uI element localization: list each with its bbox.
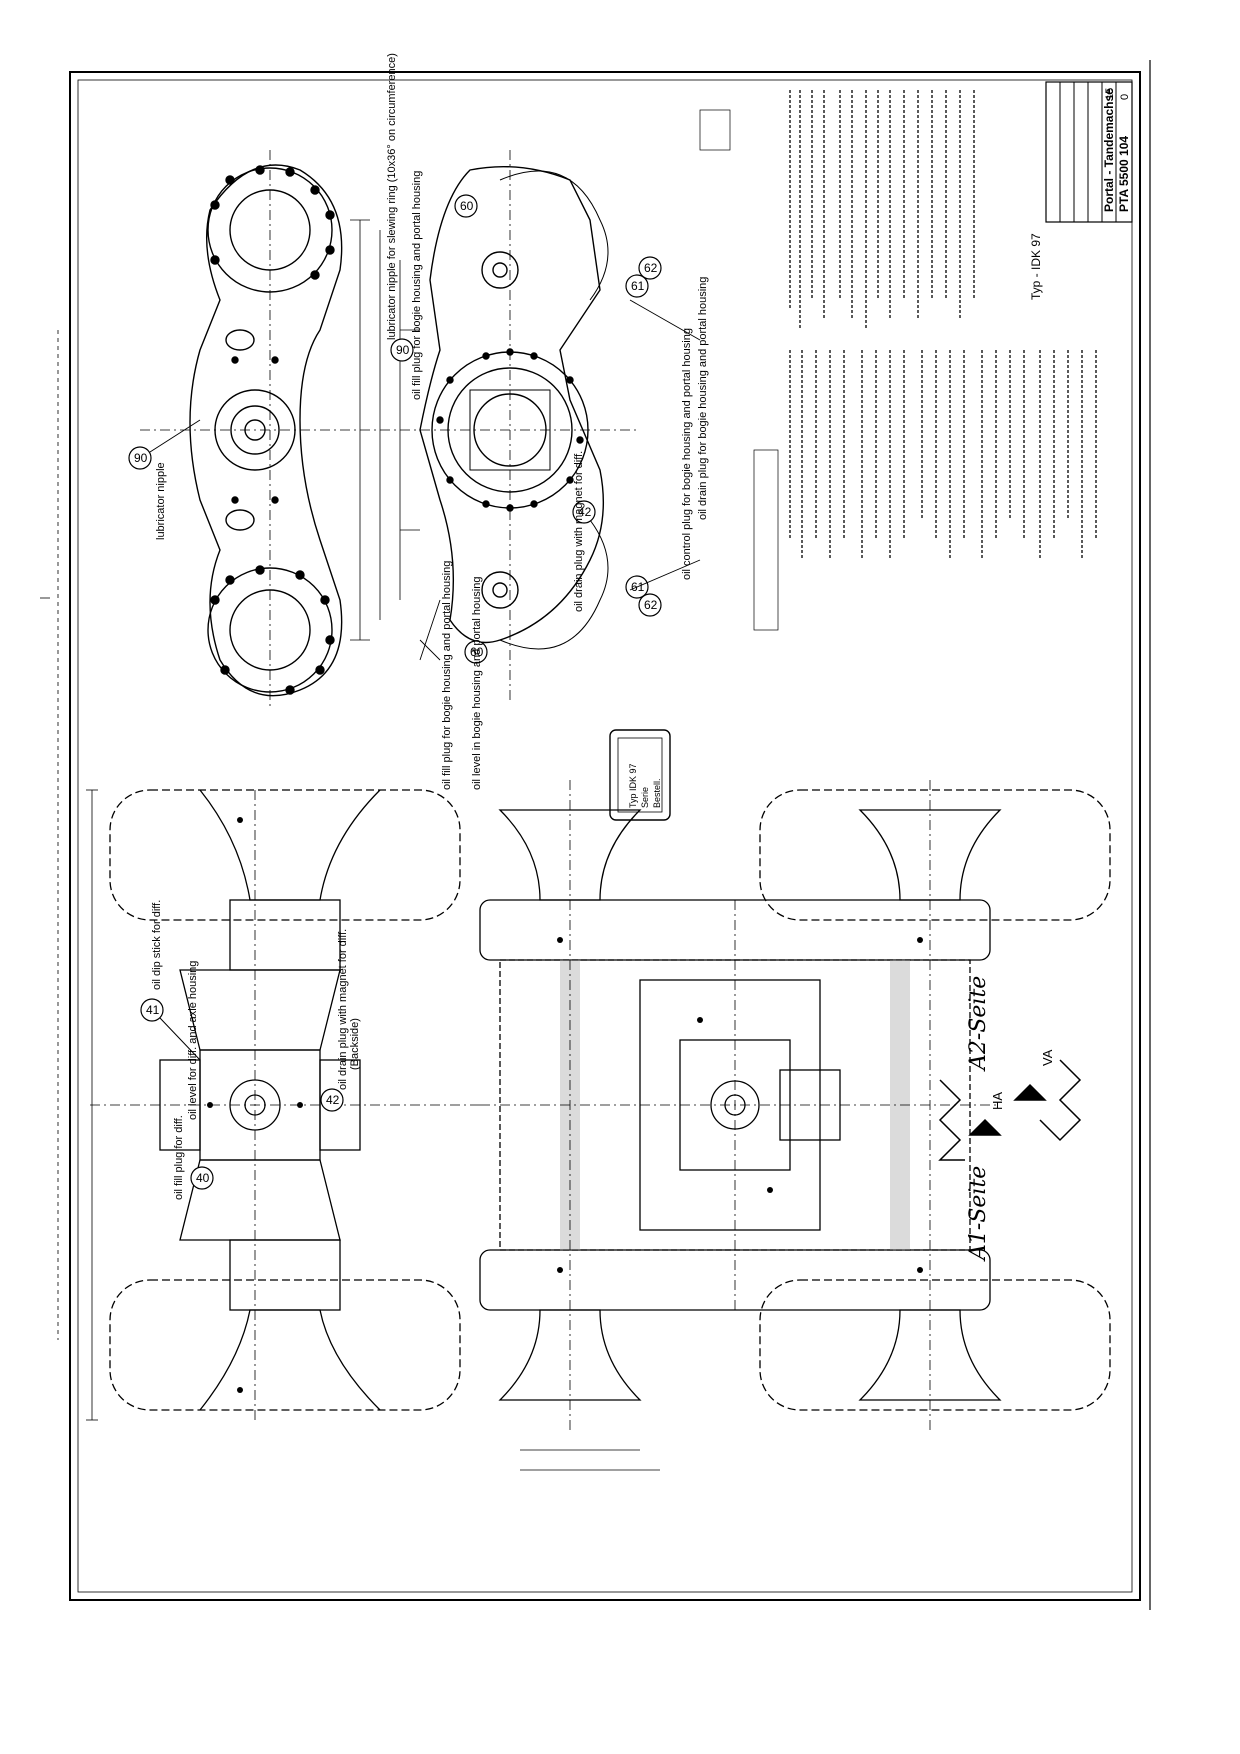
small-label-box: Typ IDK 97 Serie Bestell.: [609, 729, 671, 821]
portal-housing-top-view: [379, 150, 640, 700]
drawing-frame: [69, 60, 1151, 1610]
oil-level-diff-label: oil level for diff. and axle housing: [187, 961, 199, 1120]
callout-62-lower: 62 oil drain plug for bogie housing and …: [638, 277, 709, 617]
callout-61-lower: 61 oil control plug for bogie housing an…: [625, 328, 693, 599]
svg-text:Bestell.: Bestell.: [652, 778, 662, 808]
callout-62-upper: 62: [638, 256, 662, 280]
tandem-axle-plan-view: [479, 780, 1111, 1471]
title-block-title: Portal - Tandemachse: [1102, 88, 1116, 212]
ha-label: HA: [990, 1092, 1005, 1110]
callout-61-upper: 61: [625, 274, 649, 298]
title-block-rev: 0: [1119, 94, 1131, 100]
edge-marks: [40, 330, 59, 1340]
callout-40: 40 oil fill plug for diff.: [173, 1115, 214, 1200]
bogie-housing-top-view: [140, 150, 380, 710]
oil-level-bottom-label: oil level in bogie housing and portal ho…: [471, 577, 483, 790]
svg-text:42: 42: [578, 505, 592, 519]
svg-text:Typ IDK 97: Typ IDK 97: [628, 763, 638, 808]
upper-callouts: 60 oil fill plug for bogie housing and p…: [386, 53, 709, 790]
callout-90-label: lubricator nipple for slewing ring (10x3…: [386, 53, 398, 340]
ha-arrow-icon: [938, 1079, 1002, 1161]
callout-41: 41 oil dip stick for diff.: [140, 900, 201, 1061]
callout-41-label: oil dip stick for diff.: [151, 900, 163, 990]
callout-90-left: 90 lubricator nipple: [128, 419, 201, 540]
lubricator-nipple-label: lubricator nipple: [155, 462, 167, 540]
svg-text:62: 62: [644, 261, 658, 275]
callout-42-backside: (Backside): [349, 1018, 361, 1070]
oil-fill-bottom-label: oil fill plug for bogie housing and port…: [441, 561, 453, 790]
callout-42-label: oil drain plug with magnet for diff.: [573, 451, 585, 612]
callout-60-lower: 60: [464, 640, 488, 664]
va-label: VA: [1040, 1049, 1055, 1066]
svg-text:Serie: Serie: [640, 787, 650, 808]
callout-number: 90: [134, 451, 148, 465]
callout-90-upper: 90 lubricator nipple for slewing ring (1…: [386, 53, 414, 362]
svg-text:61: 61: [631, 279, 645, 293]
a1-side-label: A1-Seite: [966, 1166, 991, 1262]
callout-60-label: oil fill plug for bogie housing and port…: [411, 171, 423, 400]
va-arrow-icon: [1013, 1059, 1082, 1142]
svg-text:42: 42: [326, 1093, 340, 1107]
axle-side-view-left: [86, 789, 480, 1421]
title-block-sheet: 15: [1104, 88, 1116, 100]
callout-42-upper: 42 oil drain plug with magnet for diff.: [572, 451, 596, 612]
callout-62-label: oil drain plug for bogie housing and por…: [697, 277, 709, 520]
svg-text:40: 40: [196, 1171, 210, 1185]
callout-61-label: oil control plug for bogie housing and p…: [681, 328, 693, 580]
title-block: Portal - Tandemachse PTA 5500 104 15 0 T…: [1029, 81, 1133, 300]
callout-40-label: oil fill plug for diff.: [173, 1115, 185, 1200]
callout-42-lower-label: oil drain plug with magnet for diff.: [337, 929, 349, 1090]
notes-table: [699, 90, 1097, 631]
side-annotations: A2-Seite A1-Seite HA VA: [938, 976, 1082, 1262]
svg-text:62: 62: [644, 598, 658, 612]
type-note: Typ - IDK 97: [1029, 233, 1043, 300]
title-block-number: PTA 5500 104: [1117, 136, 1131, 212]
callout-60-top: 60 oil fill plug for bogie housing and p…: [411, 171, 478, 400]
lower-left-callouts: 41 oil dip stick for diff. 40 oil fill p…: [140, 900, 361, 1200]
svg-text:60: 60: [470, 645, 484, 659]
svg-text:41: 41: [146, 1003, 160, 1017]
svg-text:60: 60: [460, 199, 474, 213]
a2-side-label: A2-Seite: [966, 976, 991, 1072]
callout-42-lower: 42 oil drain plug with magnet for diff. …: [320, 929, 361, 1112]
svg-text:90: 90: [396, 343, 410, 357]
